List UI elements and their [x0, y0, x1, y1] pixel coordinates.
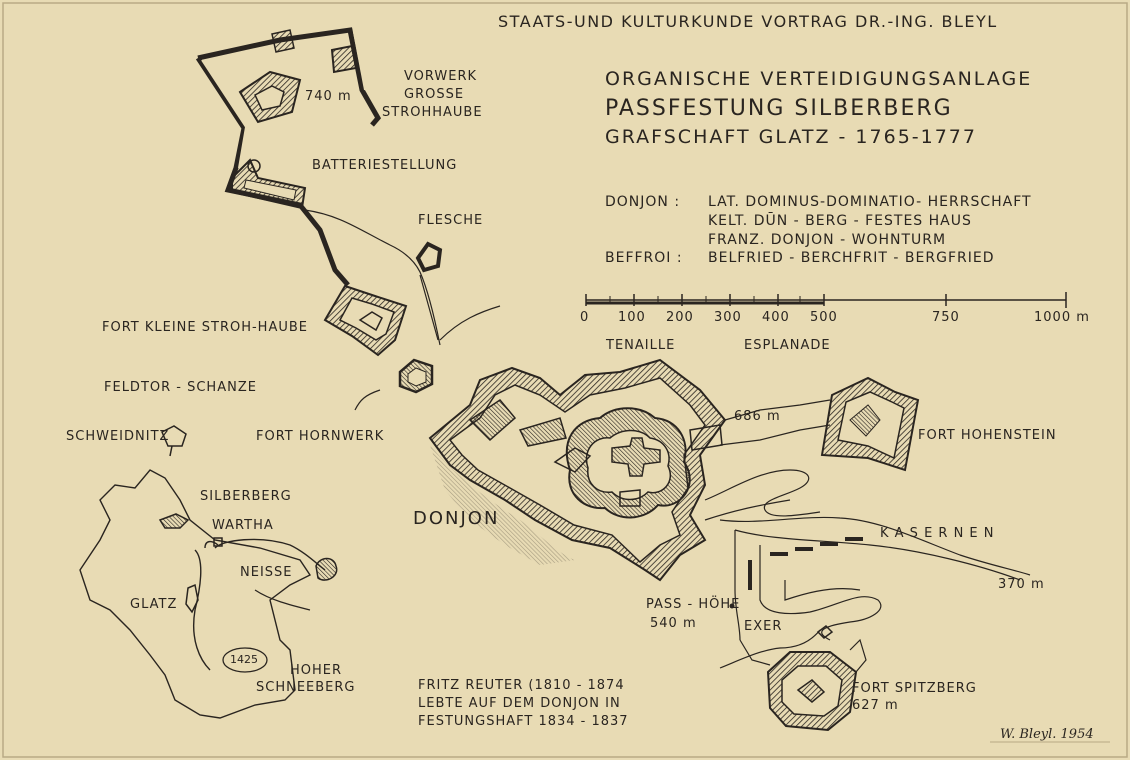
inset-label-hoher: HOHER	[290, 663, 343, 678]
label-elevation-370: 370 m	[998, 577, 1045, 592]
vorwerk-grosse-strohhaube	[238, 29, 358, 124]
label-schweidnitz: SCHWEIDNITZ	[66, 429, 170, 444]
def-beffroi-1: BELFRIED - BERCHFRIT - BERGFRIED	[708, 250, 995, 266]
label-elevation-686: 686 m	[734, 409, 781, 424]
label-fort-hohenstein: FORT HOHENSTEIN	[918, 428, 1057, 443]
def-donjon-1: LAT. DOMINUS-DOMINATIO- HERRSCHAFT	[708, 194, 1032, 210]
label-fort-hornwerk: FORT HORNWERK	[256, 429, 385, 444]
scale-label-300: 300	[714, 310, 742, 325]
label-pass-hoehe: PASS - HÖHE	[646, 597, 741, 612]
esplanade-connection	[719, 399, 831, 446]
scale-label-750: 750	[932, 310, 960, 325]
title-line-2: PASSFESTUNG SILBERBERG	[605, 96, 953, 121]
def-donjon-term: DONJON :	[605, 194, 681, 210]
batteriestellung	[231, 158, 307, 210]
note-line-1: FRITZ REUTER (1810 - 1874	[418, 678, 625, 693]
label-donjon: DONJON	[413, 508, 500, 529]
label-flesche: FLESCHE	[418, 213, 484, 228]
inset-label-schneeberg: SCHNEEBERG	[256, 680, 356, 695]
fort-hohenstein	[820, 376, 920, 472]
inset-label-peak: 1425	[230, 653, 258, 666]
title-line-1: ORGANISCHE VERTEIDIGUNGSANLAGE	[605, 68, 1033, 90]
scale-bar	[585, 292, 1067, 308]
fort-kleine-stroh-haube	[323, 284, 408, 357]
inset-label-silberberg: SILBERBERG	[200, 489, 292, 504]
label-grosse: GROSSE	[404, 87, 465, 102]
inset-label-glatz: GLATZ	[130, 597, 178, 612]
main-fortress	[428, 358, 727, 582]
label-feldtor-schanze: FELDTOR - SCHANZE	[104, 380, 257, 395]
scale-label-200: 200	[666, 310, 694, 325]
artist-signature: W. Bleyl. 1954	[1000, 727, 1094, 742]
label-fort-spitzberg: FORT SPITZBERG	[852, 681, 977, 696]
label-kasernen: K A S E R N E N	[880, 526, 995, 541]
pass-hoehe-marker	[729, 603, 735, 609]
scale-label-1000: 1000 m	[1034, 310, 1090, 325]
def-donjon-3: FRANZ. DONJON - WOHNTURM	[708, 232, 947, 248]
scale-label-100: 100	[618, 310, 646, 325]
label-elevation-540: 540 m	[650, 616, 697, 631]
roads	[304, 209, 501, 411]
header-text: STAATS-UND KULTURKUNDE VORTRAG DR.-ING. …	[498, 12, 998, 31]
inset-label-neisse: NEISSE	[240, 565, 293, 580]
label-vorwerk: VORWERK	[404, 69, 478, 84]
scale-label-0: 0	[580, 310, 590, 325]
schweidnitz-symbol	[161, 425, 187, 457]
scale-label-500: 500	[810, 310, 838, 325]
def-donjon-2: KELT. DŪN - BERG - FESTES HAUS	[708, 213, 972, 229]
inset-label-wartha: WARTHA	[212, 518, 274, 533]
serpentine-roads	[704, 469, 1031, 669]
note-line-2: LEBTE AUF DEM DONJON IN	[418, 696, 621, 711]
flesche	[415, 241, 443, 273]
label-elevation-740: 740 m	[305, 89, 352, 104]
fort-spitzberg	[766, 625, 867, 732]
note-line-3: FESTUNGSHAFT 1834 - 1837	[418, 714, 629, 729]
scale-label-400: 400	[762, 310, 790, 325]
label-esplanade: ESPLANADE	[744, 338, 831, 353]
label-strohhaube: STROHHAUBE	[382, 105, 483, 120]
label-exer: EXER	[744, 619, 783, 634]
inset-map	[79, 469, 338, 719]
title-line-3: GRAFSCHAFT GLATZ - 1765-1777	[605, 126, 977, 148]
label-fort-kleine-stroh-haube: FORT KLEINE STROH-HAUBE	[102, 320, 308, 335]
label-elevation-627: 627 m	[852, 698, 899, 713]
def-beffroi-term: BEFFROI :	[605, 250, 683, 266]
label-batteriestellung: BATTERIESTELLUNG	[312, 158, 458, 173]
kasernen-blocks	[748, 537, 863, 590]
label-tenaille: TENAILLE	[606, 338, 676, 353]
